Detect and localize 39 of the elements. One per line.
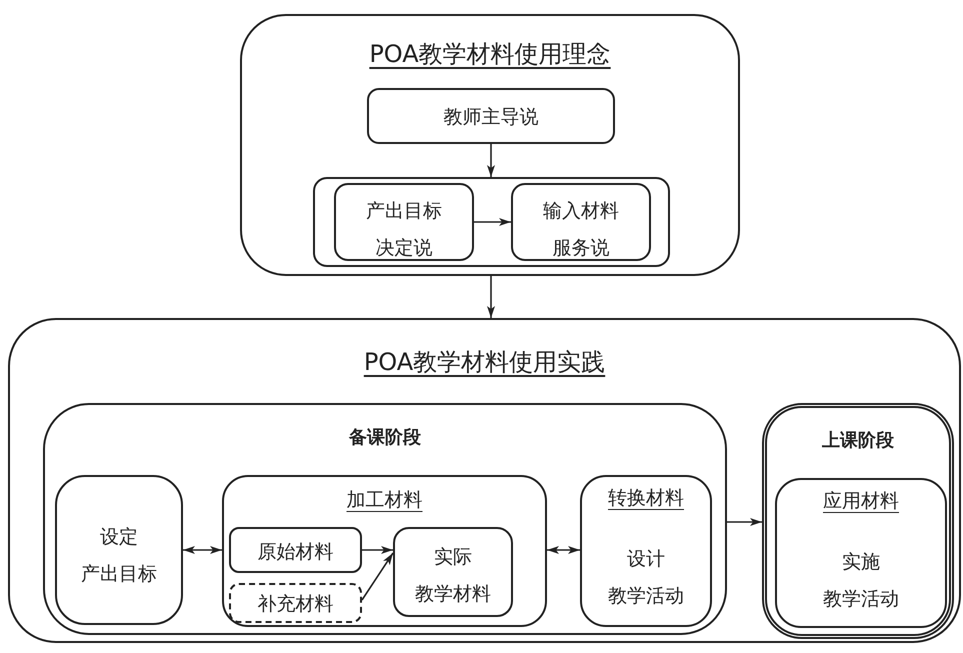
stage-panel [43,403,727,635]
arrow [361,552,394,600]
material-panel [222,475,547,627]
body-text: 设计教学活动 [608,547,684,610]
process-box [775,478,947,628]
node-label: 产出目标决定说 [366,199,442,262]
node-label: 原始材料 [258,540,334,565]
process-box [334,183,474,261]
process-box [55,475,183,625]
arrow [727,518,762,526]
process-box [393,527,513,617]
heading: 应用材料 [823,489,899,514]
process-box [229,527,362,573]
process-box [580,475,712,627]
arrow [362,546,393,554]
heading: POA教学材料使用实践 [364,347,606,378]
arrow [183,546,222,554]
dashed-box [229,583,362,623]
arrow [474,218,511,226]
heading: 转换材料 [608,486,684,511]
heading: 加工材料 [346,488,422,513]
node-label: 教师主导说 [444,105,538,130]
stage-panel [762,403,954,639]
node-label: 输入材料服务说 [543,199,619,262]
practice-panel [8,318,961,643]
process-box [367,88,615,144]
group-box [313,177,670,267]
arrow [487,276,495,318]
arrow [487,144,495,177]
heading: POA教学材料使用理念 [369,39,611,70]
concept-panel [240,14,740,276]
body-text: 实施教学活动 [823,550,899,612]
process-box [511,183,651,261]
node-label: 设定产出目标 [81,525,157,588]
node-label: 上课阶段 [822,429,894,452]
node-label: 备课阶段 [349,426,421,449]
arrow [547,546,580,554]
node-label: 补充材料 [258,592,334,617]
node-label: 实际教学材料 [415,545,491,608]
